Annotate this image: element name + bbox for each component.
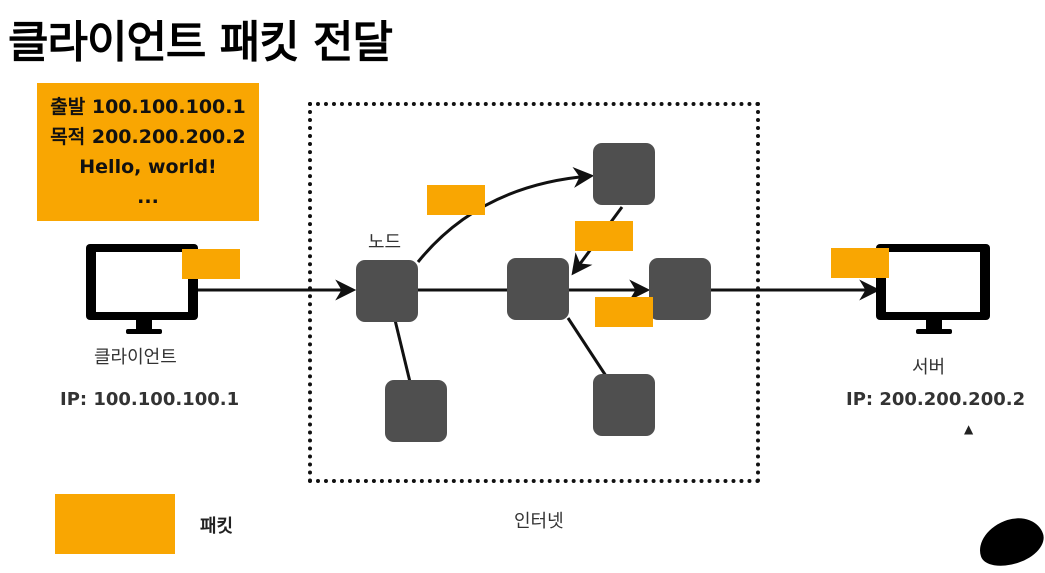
node-middle <box>507 258 569 320</box>
packet-top-to-mid <box>575 221 633 251</box>
node-right <box>649 258 711 320</box>
server-ip: IP: 200.200.200.2 <box>846 389 1026 410</box>
node-entry <box>356 260 418 322</box>
packet-payload: Hello, world! <box>79 156 217 178</box>
packet-ellipsis: ... <box>137 186 159 208</box>
internet-label: 인터넷 <box>514 511 564 532</box>
packet-mid-to-right <box>595 297 653 327</box>
node-top <box>593 143 655 205</box>
node-bottom-right <box>593 374 655 436</box>
client-label: 클라이언트 <box>94 347 177 368</box>
internet-boundary <box>308 102 760 483</box>
packet-destination: 목적 200.200.200.2 <box>50 126 246 148</box>
node-bottom-left <box>385 380 447 442</box>
packet-on-curve <box>427 185 485 215</box>
mouse-cursor-icon: ▲ <box>964 422 974 436</box>
link-mid-bottom-right <box>566 317 608 377</box>
link-node-bottom-left <box>393 319 412 383</box>
legend-packet-label: 패킷 <box>200 516 234 537</box>
page-title: 클라이언트 패킷 전달 <box>8 17 393 68</box>
node-label: 노드 <box>368 232 402 253</box>
legend-packet-swatch <box>55 494 175 554</box>
server-monitor-icon <box>876 244 990 334</box>
client-ip: IP: 100.100.100.1 <box>60 389 240 410</box>
client-monitor-icon <box>86 244 198 334</box>
packet-at-server <box>831 248 889 278</box>
link-node-top-curve <box>416 166 595 263</box>
packet-source: 출발 100.100.100.1 <box>50 96 246 118</box>
packet-at-client <box>182 249 240 279</box>
server-label: 서버 <box>912 357 946 378</box>
packet-contents-box: 출발 100.100.100.1 목적 200.200.200.2 Hello,… <box>37 83 259 221</box>
